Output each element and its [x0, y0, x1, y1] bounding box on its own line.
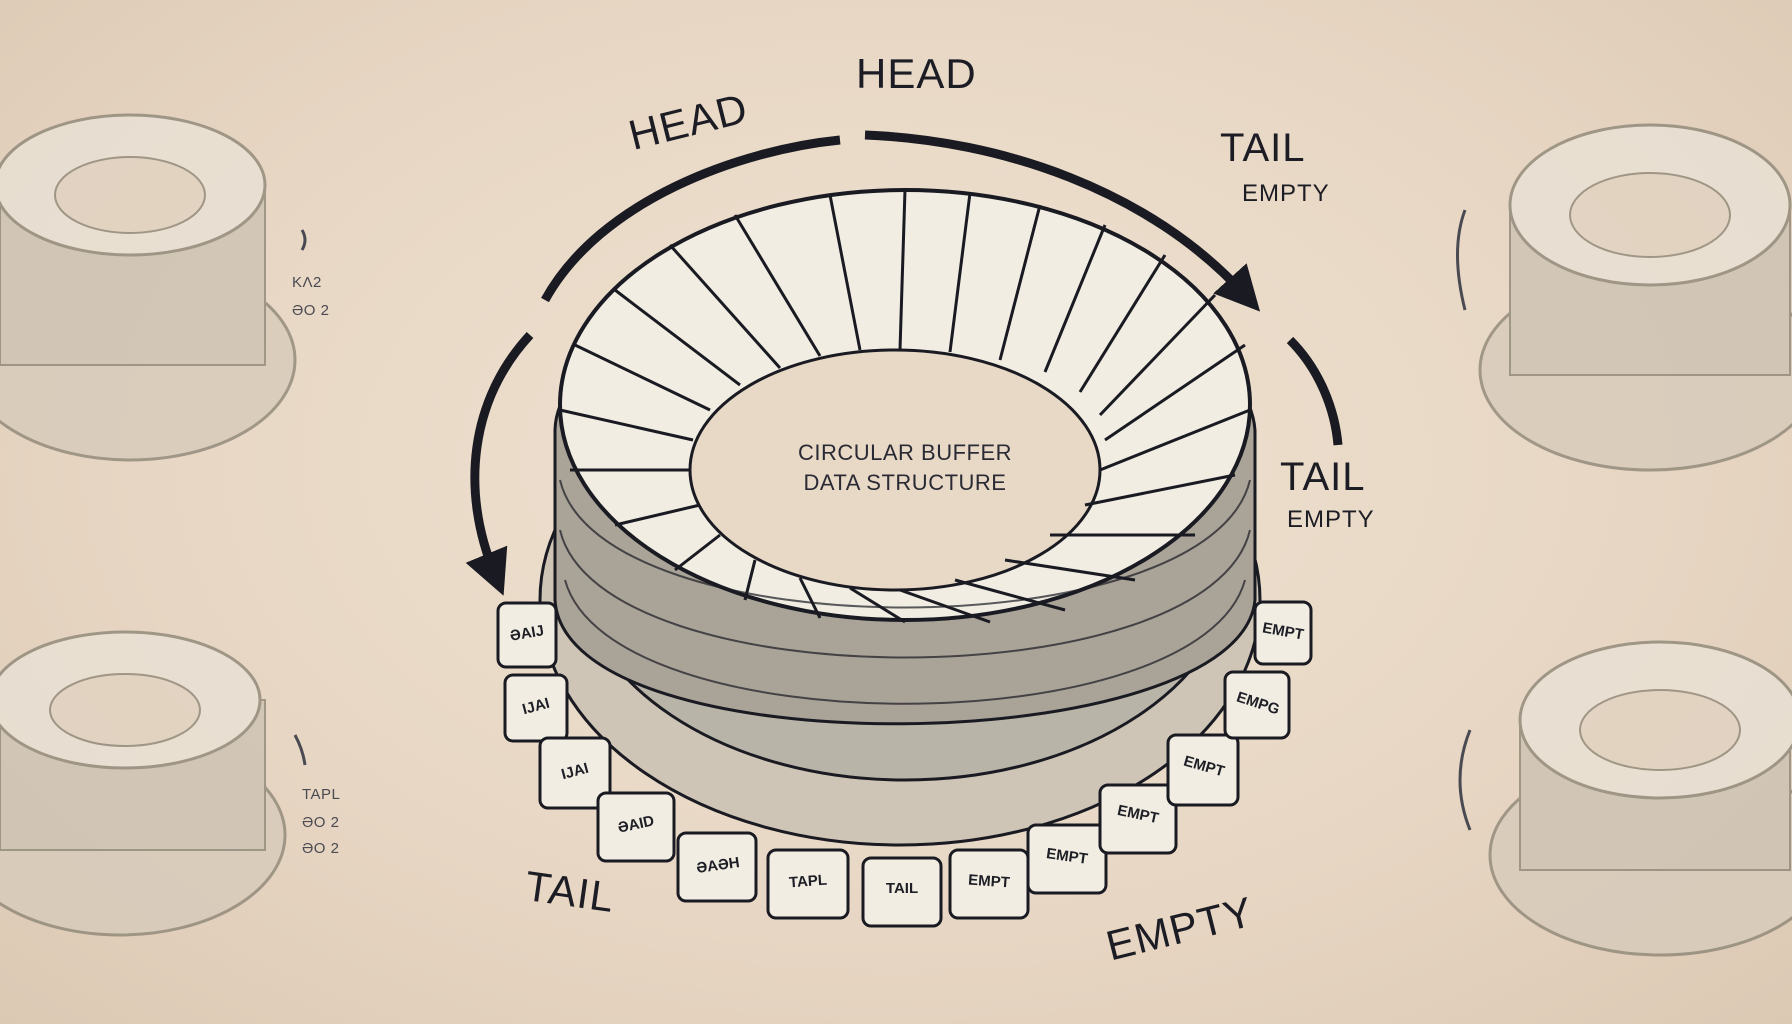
center-title-line1: CIRCULAR BUFFER [797, 440, 1013, 465]
side-label-lower-left-2: ƏO 2 [302, 814, 340, 831]
tail-label-top: TAIL [1220, 126, 1306, 170]
tail-label-mid: TAIL [1280, 455, 1366, 499]
arrow-top-left [541, 135, 841, 303]
head-label-right: HEAD [856, 50, 977, 97]
center-title-line2: DATA STRUCTURE [803, 470, 1007, 495]
side-label-upper-left-2: ƏO 2 [292, 302, 330, 319]
arrow-right [1286, 336, 1343, 446]
outer-slots [496, 600, 1313, 928]
empty-label-mid: EMPTY [1287, 506, 1375, 533]
side-arrow-right-upper [1456, 209, 1467, 311]
side-label-lower-left-3: ƏO 2 [302, 840, 340, 857]
slot-label: TAIL [885, 880, 919, 897]
side-arrow-right-lower [1458, 729, 1472, 831]
side-ring-lower-right [1488, 640, 1792, 957]
center-title: CIRCULAR BUFFER DATA STRUCTURE [740, 438, 1070, 498]
buffer-layer-lines [559, 479, 1251, 705]
side-label-lower-left-1: TAPL [302, 786, 341, 803]
side-arrow-left-upper [300, 229, 307, 251]
side-ring-upper-right [1478, 123, 1792, 472]
buffer-ring [538, 188, 1262, 847]
side-ring-upper-left [0, 113, 297, 462]
side-ring-lower-left [0, 630, 287, 937]
arrow-top-right [864, 130, 1261, 312]
arrow-left [465, 331, 534, 596]
empty-label-top: EMPTY [1242, 180, 1330, 207]
side-label-upper-left-1: KΛ2 [292, 274, 322, 291]
side-arrow-left-lower [293, 734, 307, 766]
